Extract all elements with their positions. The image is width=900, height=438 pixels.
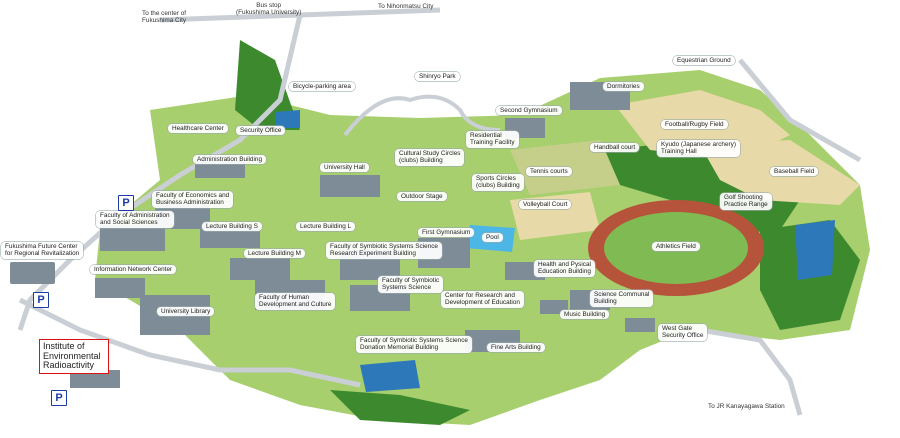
symbiotic-research-label: Faculty of Symbiotic Systems Science Res… [326,242,442,259]
donation-memorial-label: Faculty of Symbiotic Systems Science Don… [356,336,472,353]
faculty-economics-label: Faculty of Economics and Business Admini… [152,191,234,208]
pond-south [360,360,420,392]
faculty-symbiotic-label: Faculty of Symbiotic Systems Science [378,276,444,293]
tennis-courts-label: Tennis courts [526,167,572,177]
parking-icon: P [118,195,134,211]
music-building-label: Music Building [560,310,610,320]
bicycle-parking-label: Bicycle-parking area [289,82,355,92]
outdoor-stage-label: Outdoor Stage [397,192,447,202]
information-network-label: Information Network Center [90,265,177,275]
lecture-building-s-label: Lecture Building S [202,222,262,232]
health-physical-label: Health and Pysical Education Building [534,260,595,277]
healthcare-center-label: Healthcare Center [168,124,228,134]
building-future-center [10,262,55,284]
road-east [699,327,803,416]
second-gymnasium-label: Second Gymnasium [496,106,562,116]
buildings [10,82,655,388]
equestrian-ground-label: Equestrian Ground [673,56,735,66]
dormitories-label: Dormitories [603,82,644,92]
faculty-admin-social-label: Faculty of Administration and Social Sci… [96,211,174,228]
forest-east [605,140,800,235]
administration-building-label: Administration Building [193,155,267,165]
fine-arts-label: Fine Arts Building [487,343,545,353]
building-west-gate [625,318,655,332]
building-university-hall [320,175,380,197]
golf-range-label: Golf Shooting Practice Range [720,193,772,210]
lecture-building-m-label: Lecture Building M [244,249,305,259]
pond-east [795,220,835,280]
university-library-label: University Library [157,307,215,317]
building-institute [70,370,120,388]
parking-icon: P [33,292,49,308]
handball-court-label: Handball court [590,143,640,153]
faculty-human-label: Faculty of Human Development and Culture [255,293,336,310]
to-nihonmatsu-label: To Nihonmatsu City [378,3,434,10]
shinryo-park-label: Shinryo Park [415,72,460,82]
university-hall-label: University Hall [320,163,369,173]
future-center-label: Fukushima Future Center for Regional Rev… [1,242,84,259]
security-office-label: Security Office [236,126,286,136]
pool-label: Pool [482,233,503,243]
kyudo-hall-label: Kyudo (Japanese archery) Training Hall [657,140,740,157]
first-gymnasium-label: First Gymnasium [418,228,475,238]
parking-icon: P [51,390,67,406]
road-northeast [738,58,862,163]
cultural-study-circles-label: Cultural Study Circles (clubs) Building [395,149,465,166]
science-communal-label: Science Communal Building [590,290,654,307]
pond-north [275,110,300,128]
building-faculty-admin [100,225,165,251]
west-gate-label: West Gate Security Office [658,324,708,341]
forest-south [330,390,470,425]
building-lecture-s [200,228,260,248]
volleyball-court-label: Volleyball Court [519,200,572,210]
building-administration [195,160,245,178]
to-city-center-label: To the center of Fukushima City [142,10,187,25]
to-jr-station-label: To JR Kanayagawa Station [708,403,785,410]
football-field-label: Football/Rugby Field [661,120,728,130]
athletics-field-label: Athletics Field [652,242,700,252]
sports-circles-label: Sports Circles (clubs) Building [472,174,524,191]
forest-north [235,40,300,130]
path-shinryo [343,94,501,137]
institute-label: Institute of Environmental Radioactivity [39,339,109,374]
lecture-building-l-label: Lecture Building L [296,222,356,232]
road-south [18,297,361,388]
residential-training-label: Residential Training Facility [466,131,519,148]
research-center-label: Center for Research and Development of E… [441,291,524,308]
building-info-network [95,278,145,298]
baseball-field-label: Baseball Field [770,167,819,177]
building-lecture-m [230,258,290,280]
bus-stop-label: Bus stop (Fukushima University) [236,2,302,17]
